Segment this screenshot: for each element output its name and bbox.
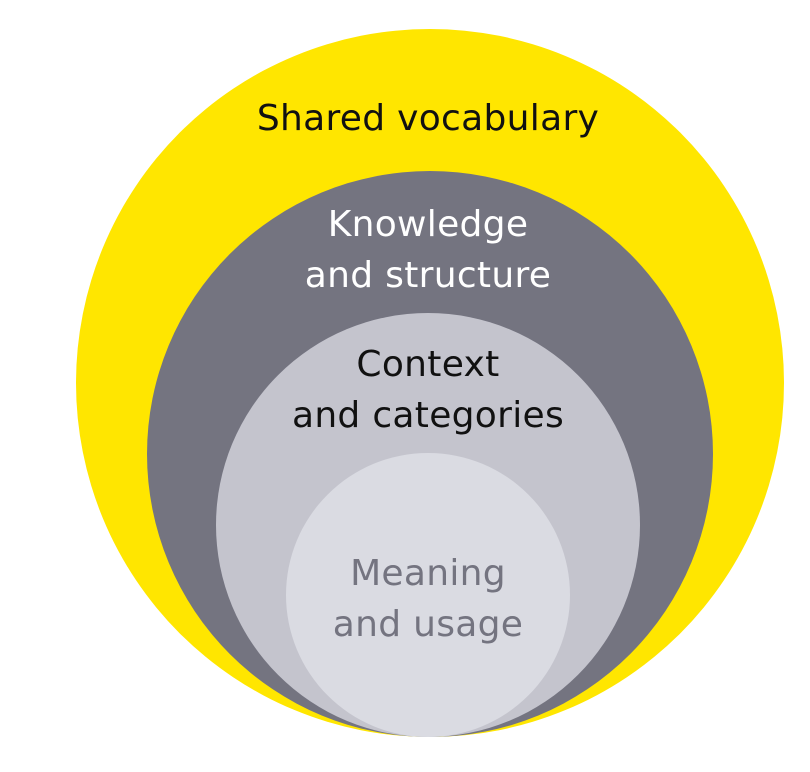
label-shared-vocabulary: Shared vocabulary [257, 98, 599, 139]
label-context-line-2: and categories [292, 395, 564, 436]
label-meaning-line-2: and usage [333, 604, 524, 645]
label-context-line-1: Context [356, 344, 499, 385]
label-meaning-line-1: Meaning [350, 553, 506, 594]
label-knowledge-line-1: Knowledge [328, 204, 529, 245]
ring-meaning-and-usage [286, 453, 570, 737]
label-knowledge-line-2: and structure [305, 255, 551, 296]
